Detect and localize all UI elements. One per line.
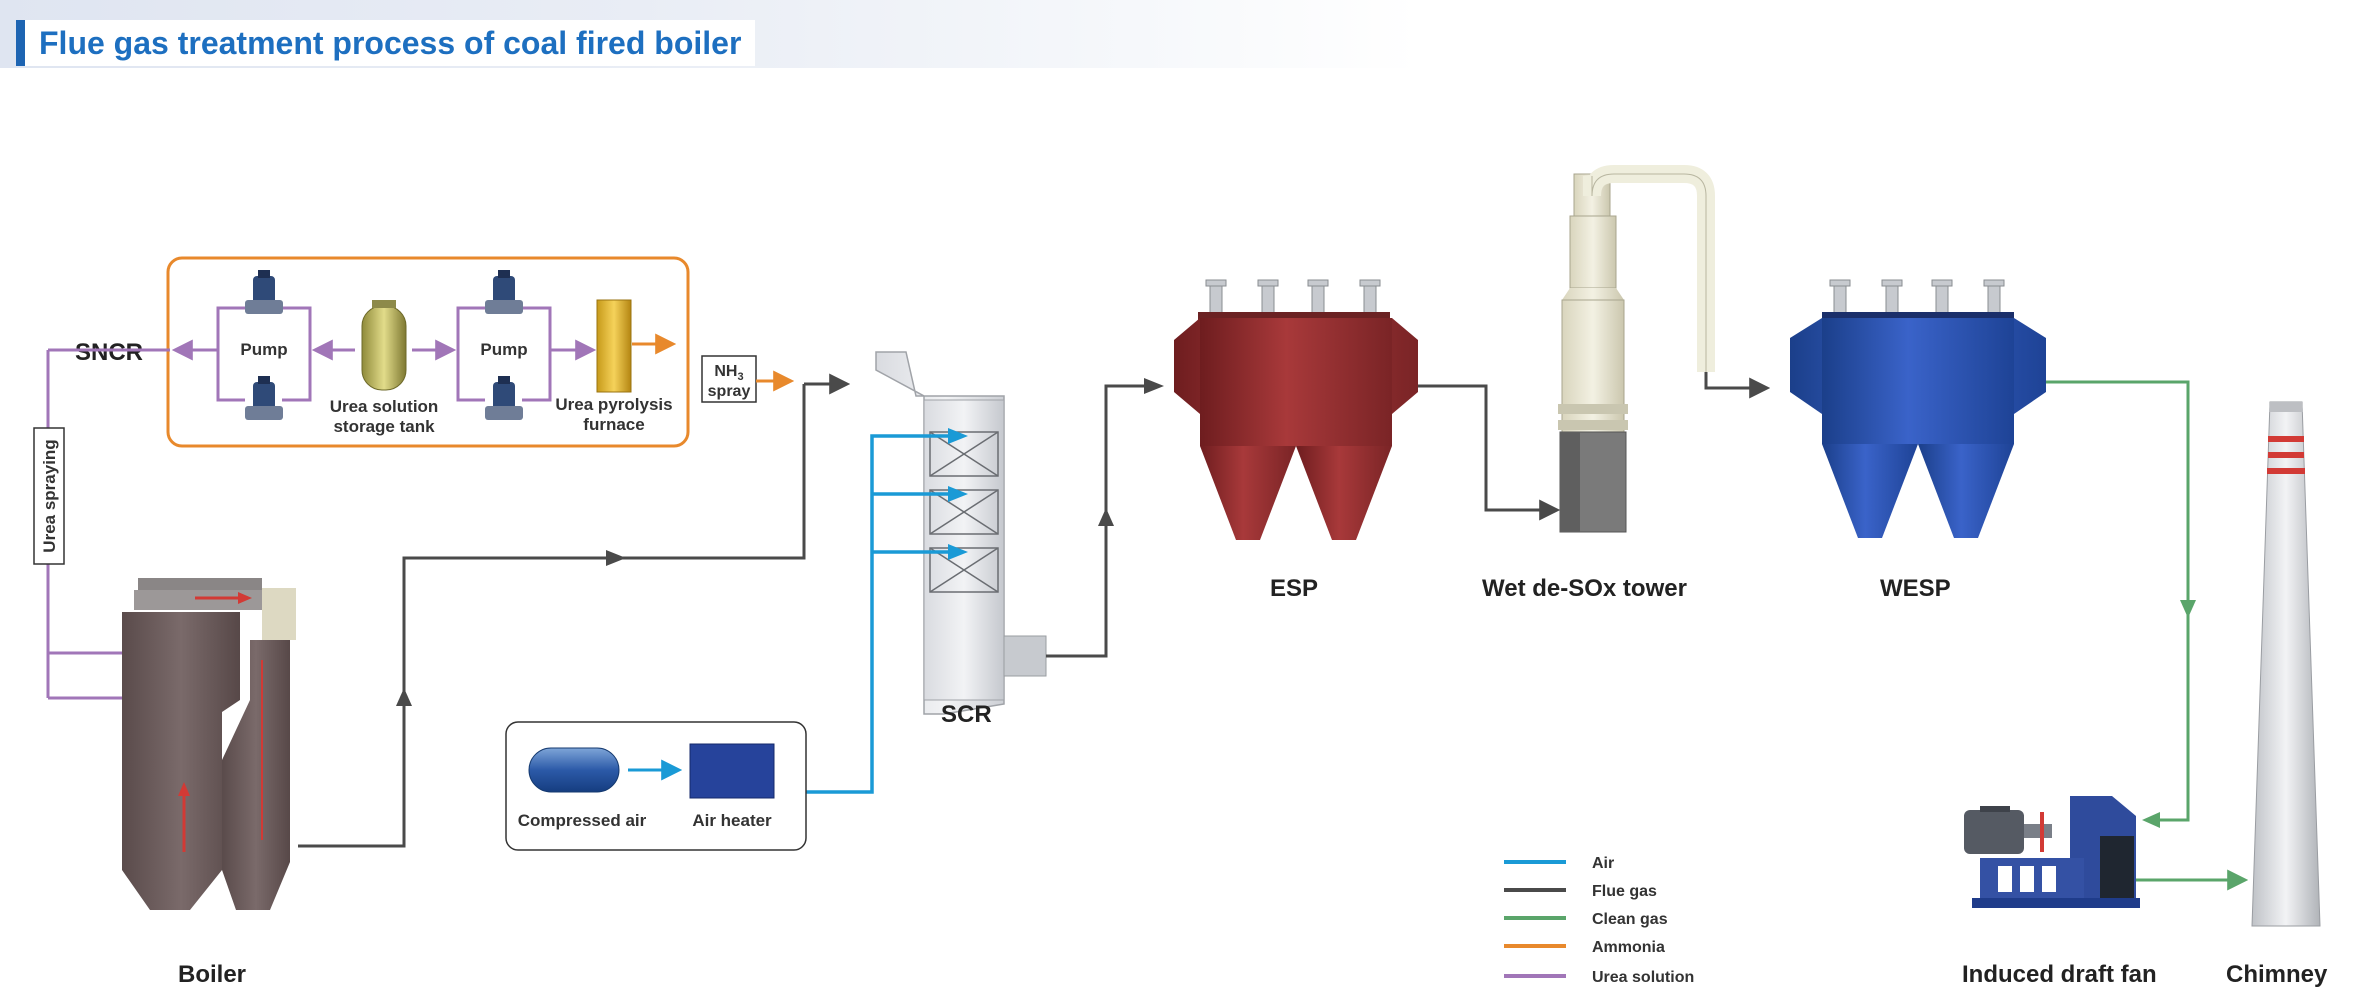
air-heater-icon [689,743,775,799]
pump-icon [485,270,523,314]
legend-item-urea-solution: Urea solution [1504,969,1694,986]
legend-label: Clean gas [1592,911,1668,928]
compressed-air-label: Compressed air [518,811,647,830]
title-banner: Flue gas treatment process of coal fired… [0,0,1420,68]
pump-label-1: Pump [240,340,287,359]
nh3-spray-box [701,355,757,403]
tank-label-line2: storage tank [333,417,435,436]
fan-label: Induced draft fan [1962,961,2157,988]
legend-item-flue-gas: Flue gas [1504,883,1657,900]
sncr-label: SNCR [75,339,143,366]
scr-reactor-icon [875,351,1047,715]
air-line-main [806,434,955,794]
flue-gas-scr-to-esp [1046,384,1152,658]
page-title: Flue gas treatment process of coal fired… [39,24,742,61]
esp-icon [1174,279,1418,540]
flue-arrow [606,550,626,566]
legend-label: Ammonia [1592,939,1665,956]
pump-icon [245,376,283,420]
flue-gas-desox-to-wesp [1704,372,1771,399]
flue-arrow [1144,378,1164,394]
legend-item-air: Air [1504,855,1614,872]
furnace-label-line1: Urea pyrolysis [555,395,672,414]
spray-label: spray [708,383,751,400]
legend-label: Flue gas [1592,883,1657,900]
clean-gas-arrow [2180,600,2196,618]
legend-item-ammonia: Ammonia [1504,939,1665,956]
chimney-icon [2251,401,2321,927]
legend: Air Flue gas Clean gas Ammonia Urea solu… [1504,855,1694,986]
legend-item-clean-gas: Clean gas [1504,911,1668,928]
pump-label-2: Pump [480,340,527,359]
urea-piping [216,306,552,402]
flue-gas-esp-to-desox [1418,384,1561,521]
air-heater-label: Air heater [692,811,772,830]
scr-label: SCR [941,701,992,728]
urea-pyrolysis-furnace-icon [596,299,632,393]
boiler-label: Boiler [178,961,246,988]
furnace-label-line2: furnace [583,415,644,434]
legend-label: Urea solution [1592,969,1694,986]
wesp-label: WESP [1880,575,1951,602]
pump-icon [485,376,523,420]
chimney-label: Chimney [2226,961,2328,988]
desox-tower-icon [1558,165,1715,533]
flue-arrow [396,688,412,706]
air-arrow [948,428,968,444]
urea-spraying-label: Urea spraying [40,439,59,552]
boiler-icon [122,578,296,910]
title-box: Flue gas treatment process of coal fired… [16,20,756,66]
air-arrow [948,486,968,502]
air-arrow [948,544,968,560]
clean-gas-wesp-to-fan [2046,380,2190,822]
flue-gas-boiler-to-scr [298,384,806,848]
legend-label: Air [1592,855,1614,872]
compressed-air-capsule-icon [528,747,620,793]
pump-icon [245,270,283,314]
nh3-label: NH3 [714,363,743,383]
desox-label: Wet de-SOx tower [1482,575,1687,602]
esp-label: ESP [1270,575,1318,602]
clean-gas-arrow [2142,812,2160,828]
flue-arrow [1098,508,1114,526]
urea-spraying-box [33,427,65,565]
tank-label-line1: Urea solution [330,397,439,416]
induced-draft-fan-icon [1964,796,2140,908]
wesp-icon [1790,279,2046,538]
urea-storage-tank-icon [361,300,407,391]
